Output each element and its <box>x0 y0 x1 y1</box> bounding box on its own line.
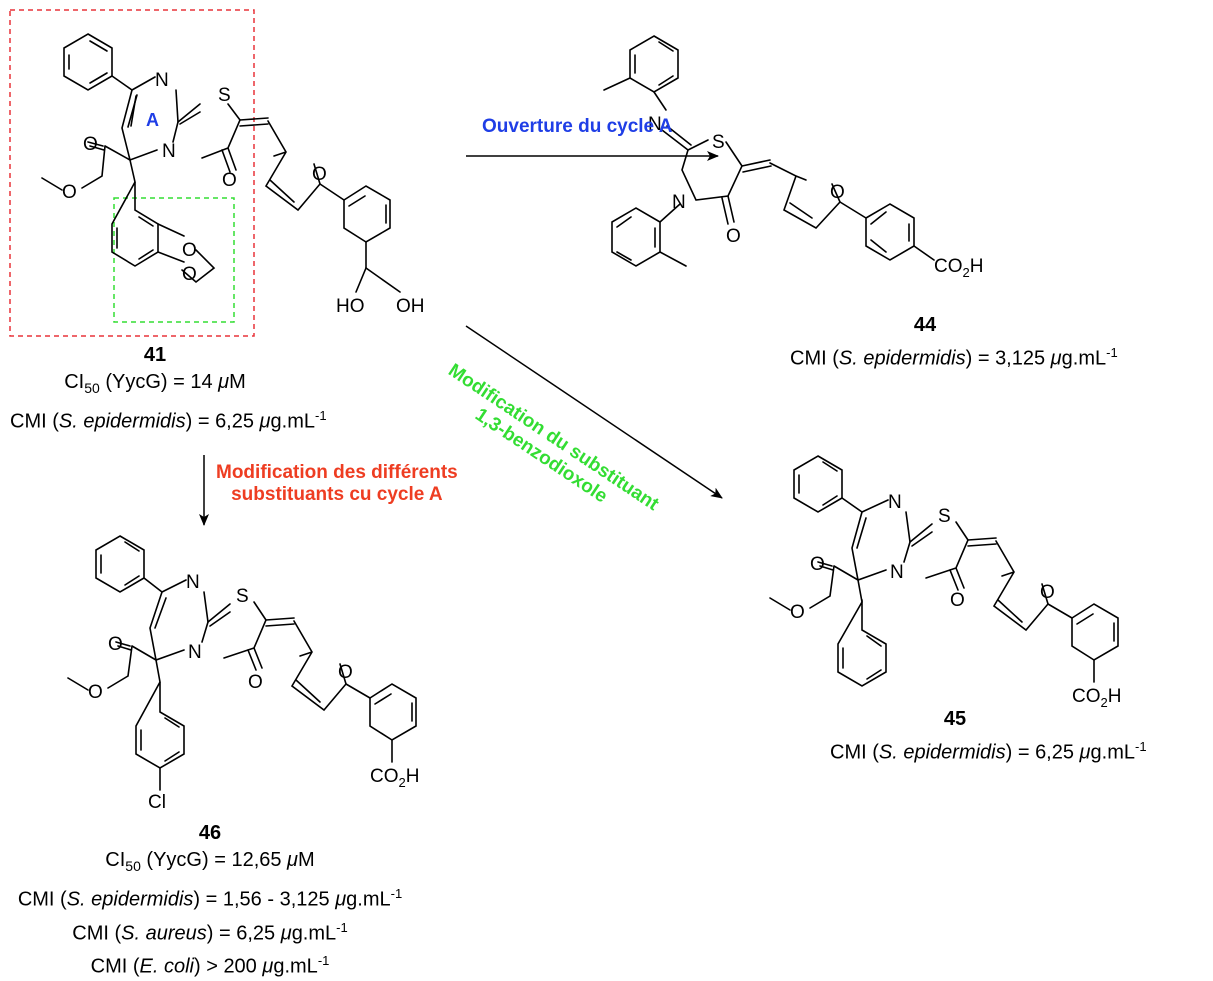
atom-OH: OH <box>396 296 425 317</box>
atom-O: O <box>182 264 197 285</box>
atom-O: O <box>790 602 805 623</box>
atom-N: N <box>162 141 176 162</box>
atom-N: N <box>188 642 202 663</box>
atom-O: O <box>182 240 197 261</box>
cmi-41: CMI (S. epidermidis) = 6,25 μg.mL-1 <box>10 408 327 433</box>
cmi-44: CMI (S. epidermidis) = 3,125 μg.mL-1 <box>790 345 1118 370</box>
cmi-46-coli: CMI (E. coli) > 200 μg.mL-1 <box>90 953 330 978</box>
compound-number: 44 <box>913 314 937 336</box>
atom-S: S <box>236 586 249 607</box>
atom-O: O <box>222 170 237 191</box>
atom-N: N <box>890 562 904 583</box>
cmi-46-aureus: CMI (S. aureus) = 6,25 μg.mL-1 <box>72 919 348 945</box>
co2h-44: CO2H <box>934 256 983 280</box>
structure-44: N S N O O CO2H <box>603 35 983 280</box>
structure-46: N S N O O O O Cl CO2H <box>67 535 419 813</box>
caption-41: 41 CI50 (YycG) = 14 μM CMI (S. epidermid… <box>10 342 327 436</box>
compound-number: 46 <box>198 822 222 844</box>
label-line-1: Modification des différents <box>216 462 458 483</box>
ci50-41: CI50 (YycG) = 14 μM <box>64 371 246 396</box>
atom-O: O <box>726 226 741 247</box>
atom-S: S <box>938 506 951 527</box>
atom-N: N <box>672 192 686 213</box>
caption-46: 46 CI50 (YycG) = 12,65 μM CMI (S. epider… <box>0 820 420 981</box>
atom-O: O <box>810 554 825 575</box>
atom-Cl: Cl <box>148 792 166 813</box>
compound-number: 45 <box>943 708 967 730</box>
atom-O: O <box>830 182 845 203</box>
atom-O: O <box>62 182 77 203</box>
compound-number: 41 <box>143 344 167 366</box>
atom-S: S <box>218 85 231 106</box>
cmi-45: CMI (S. epidermidis) = 6,25 μg.mL-1 <box>830 739 1147 764</box>
caption-45: 45 CMI (S. epidermidis) = 6,25 μg.mL-1 <box>830 706 1147 767</box>
atom-N: N <box>155 70 169 91</box>
atom-S: S <box>712 132 725 153</box>
atom-O: O <box>248 672 263 693</box>
atom-O: O <box>950 590 965 611</box>
atom-N: N <box>648 114 662 135</box>
atom-O: O <box>312 164 327 185</box>
arrow-benzodioxole <box>465 325 723 499</box>
label-ouverture-cycle-a: Ouverture du cycle A <box>482 116 673 137</box>
co2h-46: CO2H <box>370 766 419 790</box>
atom-O: O <box>108 634 123 655</box>
label-modification-substituants: Modification des différents substituants… <box>216 462 458 506</box>
caption-44: 44 CMI (S. epidermidis) = 3,125 μg.mL-1 <box>790 312 1118 373</box>
ci50-46: CI50 (YycG) = 12,65 μM <box>105 849 315 874</box>
atom-HO: HO <box>336 296 365 317</box>
atom-O: O <box>88 682 103 703</box>
atom-N: N <box>888 492 902 513</box>
atom-O: O <box>338 662 353 683</box>
co2h-45: CO2H <box>1072 686 1121 710</box>
atom-N: N <box>186 572 200 593</box>
atom-O: O <box>83 134 98 155</box>
cmi-46-epidermidis: CMI (S. epidermidis) = 1,56 - 3,125 μg.m… <box>17 886 403 911</box>
label-line-2: substituants cu cycle A <box>231 484 443 505</box>
frame-red <box>9 9 255 337</box>
structure-41: N S N O A O O O O O HO OH <box>9 9 425 337</box>
structure-45: N S N O O O O CO2H <box>769 455 1121 710</box>
ring-label-A: A <box>146 110 159 130</box>
atom-O: O <box>1040 582 1055 603</box>
frame-green <box>113 197 235 323</box>
